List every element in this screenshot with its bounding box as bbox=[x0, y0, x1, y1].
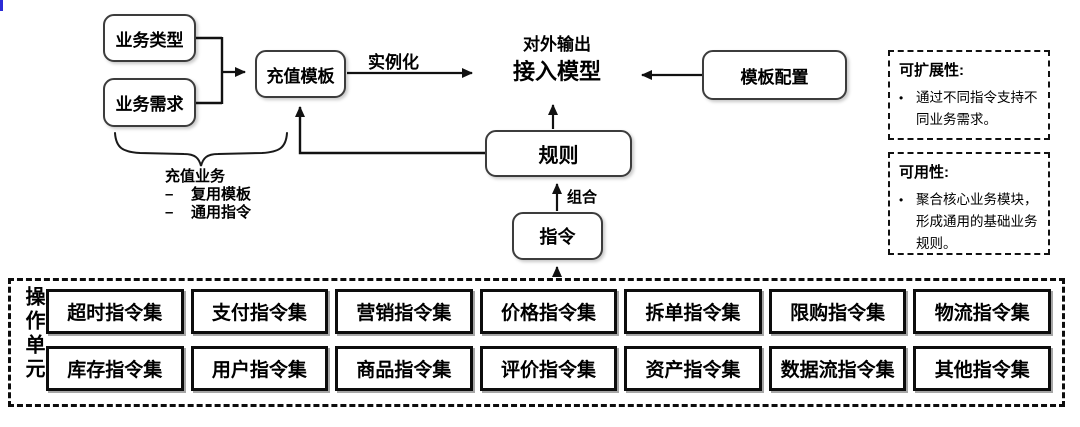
dash-bullet: – bbox=[165, 204, 174, 221]
bullet-icon: • bbox=[899, 91, 904, 105]
instruction-set-box: 用户指令集 bbox=[190, 346, 329, 391]
instruction-set-box: 评价指令集 bbox=[479, 346, 618, 391]
node-recharge-template: 充值模板 bbox=[255, 50, 346, 98]
arrow-rule-to-recharge-template bbox=[295, 106, 485, 155]
instruction-set-box: 支付指令集 bbox=[190, 289, 329, 334]
note-title: 可扩展性: bbox=[899, 62, 964, 79]
node-rule: 规则 bbox=[485, 130, 632, 177]
note-availability: 可用性: • 聚合核心业务模块，形成通用的基础业务规则。 bbox=[888, 152, 1050, 255]
instruction-set-box: 物流指令集 bbox=[913, 289, 1051, 334]
brace-note-item: – 复用模板 bbox=[165, 186, 251, 204]
instruction-set-box: 拆单指令集 bbox=[624, 289, 762, 334]
operation-unit-label: 操作单元 bbox=[22, 286, 44, 382]
note-text: 通过不同指令支持不同业务需求。 bbox=[916, 90, 1038, 127]
node-template-config: 模板配置 bbox=[702, 50, 847, 100]
bullet-icon: • bbox=[899, 193, 904, 207]
instruction-set-grid: 超时指令集 支付指令集 营销指令集 价格指令集 拆单指令集 限购指令集 物流指令… bbox=[46, 289, 1051, 391]
access-model-title: 接入模型 bbox=[512, 59, 601, 84]
instruction-set-box: 商品指令集 bbox=[335, 346, 473, 391]
combine-label: 组合 bbox=[567, 189, 598, 206]
instruction-set-box: 其他指令集 bbox=[913, 346, 1051, 391]
instruction-set-box: 资产指令集 bbox=[624, 346, 762, 391]
merge-connector-line bbox=[196, 36, 224, 105]
note-title: 可用性: bbox=[899, 164, 949, 181]
instruction-set-box: 库存指令集 bbox=[46, 346, 184, 391]
note-extensibility: 可扩展性: • 通过不同指令支持不同业务需求。 bbox=[888, 50, 1050, 140]
node-instruction: 指令 bbox=[512, 212, 603, 260]
output-caption: 对外输出 bbox=[523, 35, 591, 54]
note-text: 聚合核心业务模块，形成通用的基础业务规则。 bbox=[916, 192, 1038, 251]
artifact-mark bbox=[0, 0, 3, 11]
instruction-set-box: 数据流指令集 bbox=[768, 346, 907, 391]
node-business-demand: 业务需求 bbox=[103, 78, 196, 127]
brace-note-item: – 通用指令 bbox=[165, 204, 251, 222]
brace-note-item-label: 复用模板 bbox=[191, 186, 252, 203]
instruction-set-box: 价格指令集 bbox=[479, 289, 618, 334]
instruction-set-box: 限购指令集 bbox=[768, 289, 907, 334]
instruction-set-box: 超时指令集 bbox=[46, 289, 184, 334]
dash-bullet: – bbox=[165, 186, 174, 203]
instruction-set-box: 营销指令集 bbox=[335, 289, 473, 334]
brace-note-title: 充值业务 bbox=[165, 168, 226, 185]
operation-unit-container: 操作单元 超时指令集 支付指令集 营销指令集 价格指令集 拆单指令集 限购指令集… bbox=[8, 278, 1065, 407]
brace-note: 充值业务 – 复用模板 – 通用指令 bbox=[165, 168, 251, 222]
node-business-type: 业务类型 bbox=[103, 14, 196, 62]
instantiate-label: 实例化 bbox=[368, 53, 419, 72]
curly-brace bbox=[114, 132, 288, 167]
brace-note-item-label: 通用指令 bbox=[191, 204, 252, 221]
